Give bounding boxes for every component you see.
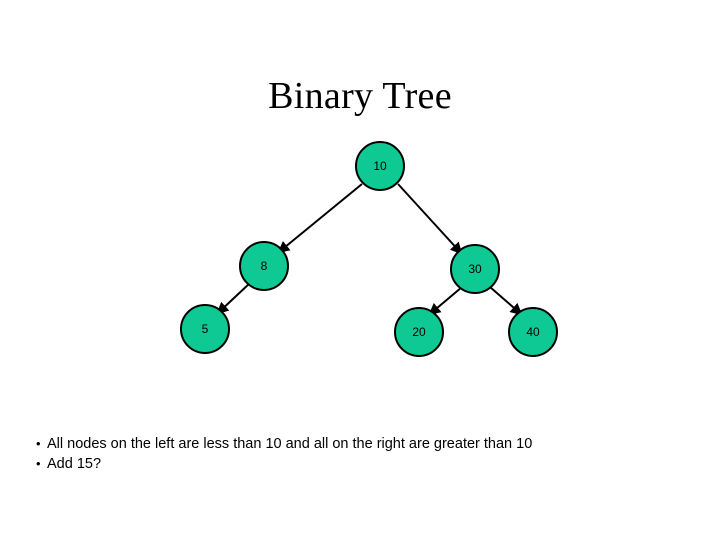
bullet-item-text: All nodes on the left are less than 10 a… (47, 436, 533, 452)
tree-node-10[interactable]: 10 (355, 141, 405, 191)
tree-node-label: 10 (373, 159, 387, 173)
tree-node-label: 30 (468, 262, 482, 276)
tree-edge-n30-to-n40 (489, 286, 523, 316)
tree-node-label: 8 (260, 259, 268, 273)
tree-node-5[interactable]: 5 (180, 304, 230, 354)
tree-node-30[interactable]: 30 (450, 244, 500, 294)
bullet-marker-icon: • (36, 436, 41, 451)
tree-node-label: 20 (412, 325, 426, 339)
tree-node-20[interactable]: 20 (394, 307, 444, 357)
tree-edge-n10-to-n30 (397, 183, 463, 255)
bullet-item-text: Add 15? (47, 456, 102, 472)
tree-node-label: 5 (201, 322, 209, 336)
page-title: Binary Tree (268, 75, 452, 117)
bullet-list: • All nodes on the left are less than 10 … (36, 434, 696, 474)
bullet-item-1: • All nodes on the left are less than 10 … (36, 434, 696, 454)
tree-edge-n10-to-n8 (277, 183, 363, 254)
tree-node-8[interactable]: 8 (239, 241, 289, 291)
bullet-marker-icon: • (36, 456, 41, 471)
tree-edge-n8-to-n5 (216, 282, 251, 315)
tree-node-40[interactable]: 40 (508, 307, 558, 357)
tree-edge-n30-to-n20 (428, 286, 463, 316)
bullet-item-2: • Add 15? (36, 454, 696, 474)
tree-node-label: 40 (526, 325, 540, 339)
